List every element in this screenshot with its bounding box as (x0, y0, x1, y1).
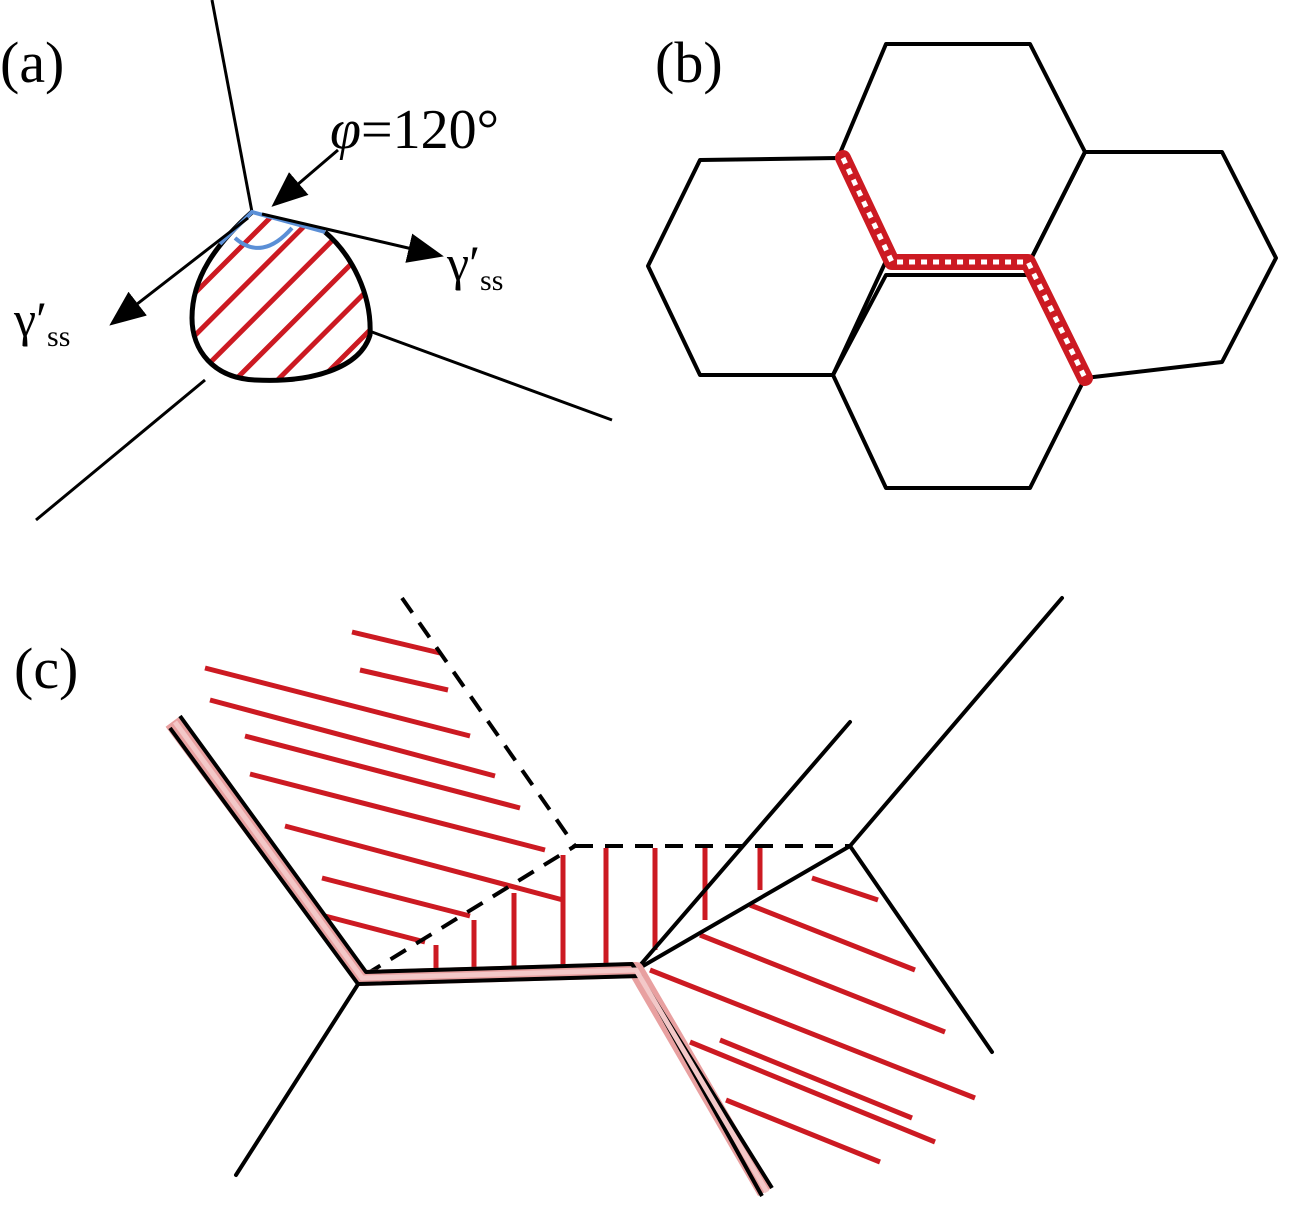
tension-arrow-left (109, 216, 249, 326)
boundary-lower-left (35, 378, 206, 522)
solid-edges (234, 596, 1064, 1177)
edge-right-upper (634, 720, 852, 972)
highlighted-boundary-right (178, 714, 774, 1190)
tension-symbol: γ′ (446, 235, 480, 291)
tension-subscript: ss (480, 264, 503, 297)
boundary-top (210, 0, 254, 213)
panel-a: (a) φ=120° γ′ss γ′ss (0, 0, 613, 522)
grain-boundary-film (835, 150, 1093, 386)
hatch-right (649, 875, 976, 1165)
tension-subscript: ss (47, 320, 70, 353)
panel-c: (c) (14, 596, 1064, 1197)
panel-a-label: (a) (0, 30, 64, 95)
grain-boundary-film-hatch (840, 156, 1088, 380)
panel-b: (b) (646, 30, 1278, 490)
tension-symbol: γ′ (13, 291, 47, 347)
edge-far-upper (848, 596, 1064, 848)
dashed-edge-diagonal (363, 844, 577, 977)
tension-label-right: γ′ss (446, 235, 503, 297)
angle-symbol: φ (330, 99, 361, 161)
highlighted-boundary-left (168, 726, 764, 1197)
angle-pointer-arrow (271, 148, 339, 207)
precipitate-particle (192, 212, 371, 381)
edge-right-diag (634, 844, 852, 972)
edge-far-lower (848, 844, 994, 1054)
edge-lower-left (234, 976, 364, 1177)
highlighted-boundary-core (172, 720, 770, 1194)
dashed-edge-upper (400, 596, 577, 848)
angle-label: φ=120° (330, 99, 499, 161)
angle-value: =120° (361, 99, 499, 161)
dihedral-angle-arc (233, 226, 294, 250)
boundary-right (371, 330, 613, 422)
precipitate-outline (189, 210, 373, 383)
dashed-edges (363, 596, 850, 977)
tension-arrow-right (261, 212, 444, 263)
panel-c-label: (c) (14, 636, 78, 701)
hatch-middle (433, 848, 763, 972)
panel-b-label: (b) (655, 30, 723, 95)
hatch-upper-left (204, 629, 564, 945)
tension-label-left: γ′ss (13, 291, 70, 353)
grain-boundaries-a (35, 0, 613, 522)
